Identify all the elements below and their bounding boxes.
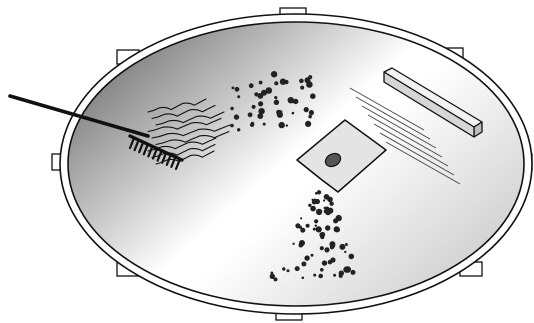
seed-dot xyxy=(304,255,309,260)
seed-dot xyxy=(322,260,327,265)
seed-dot xyxy=(345,243,348,246)
seed-dot xyxy=(263,123,266,126)
soil-bed xyxy=(68,22,524,306)
seed-dot xyxy=(266,87,273,94)
seed-dot xyxy=(327,197,333,203)
seed-dot xyxy=(300,217,302,219)
seed-dot xyxy=(310,93,316,99)
seed-dot xyxy=(237,95,240,98)
seed-dot xyxy=(309,110,314,115)
seed-dot xyxy=(315,192,318,195)
seed-dot xyxy=(300,86,304,90)
seed-dot xyxy=(318,274,323,279)
seed-dot xyxy=(279,122,285,128)
seed-dot xyxy=(351,270,356,275)
seed-dot xyxy=(274,277,278,281)
seed-dot xyxy=(274,96,277,99)
seed-dot xyxy=(308,115,312,119)
seed-dot xyxy=(235,87,240,92)
seed-dot xyxy=(292,243,294,245)
seed-dot xyxy=(248,112,253,117)
seed-dot xyxy=(343,266,349,272)
seed-dot xyxy=(310,206,316,212)
seed-dot xyxy=(324,209,328,213)
seed-dot xyxy=(259,81,263,85)
seed-dot xyxy=(314,219,318,223)
seed-dot xyxy=(305,121,311,127)
seed-dot xyxy=(292,112,295,115)
seed-dot xyxy=(280,79,286,85)
seed-dot xyxy=(344,251,346,253)
seed-dot xyxy=(320,268,324,272)
seed-dot xyxy=(311,254,314,257)
seed-dot xyxy=(327,208,333,214)
seed-dot xyxy=(313,274,316,277)
seed-dot xyxy=(279,110,283,114)
seed-dot xyxy=(249,83,254,88)
seed-dot xyxy=(313,228,316,231)
seed-dot xyxy=(299,79,304,84)
seed-dot xyxy=(325,225,330,230)
seed-dot xyxy=(234,114,239,119)
seed-dot xyxy=(320,246,324,250)
seed-dot xyxy=(301,262,306,267)
seed-dot xyxy=(316,226,322,232)
seed-dot xyxy=(230,107,233,110)
seed-dot xyxy=(237,128,240,131)
seed-dot xyxy=(271,272,274,275)
seed-dot xyxy=(306,224,310,228)
seed-dot xyxy=(330,245,334,249)
seed-dot xyxy=(320,232,325,237)
seed-dot xyxy=(274,81,278,85)
seed-dot xyxy=(324,247,329,252)
seed-dot xyxy=(339,244,345,250)
seed-dot xyxy=(302,277,305,280)
seed-dot xyxy=(286,124,288,126)
seed-dot xyxy=(349,254,355,260)
seed-dot xyxy=(282,267,285,270)
seed-dot xyxy=(295,266,300,271)
seed-dot xyxy=(339,271,344,276)
seed-dot xyxy=(274,100,279,105)
seed-dot xyxy=(315,225,317,227)
seed-dot xyxy=(232,87,235,90)
seed-dot xyxy=(333,274,336,277)
seed-dot xyxy=(335,228,340,233)
seed-dot xyxy=(323,199,325,201)
seed-dot xyxy=(308,204,311,207)
seed-dot xyxy=(316,209,322,215)
seed-dot xyxy=(330,257,335,262)
seed-dot xyxy=(333,218,338,223)
seed-dot xyxy=(287,269,290,272)
seed-dot xyxy=(292,101,295,104)
seed-dot xyxy=(271,71,277,77)
seed-dot xyxy=(251,122,254,125)
seed-dot xyxy=(258,108,264,114)
seed-dot xyxy=(304,107,309,112)
seed-dot xyxy=(252,105,256,109)
seed-dot xyxy=(295,223,300,228)
seed-dot xyxy=(258,93,264,99)
seed-dot xyxy=(258,101,263,106)
seed-dot xyxy=(306,81,313,88)
seed-dot xyxy=(230,124,234,128)
seed-dot xyxy=(315,199,320,204)
seed-dot xyxy=(299,243,304,248)
